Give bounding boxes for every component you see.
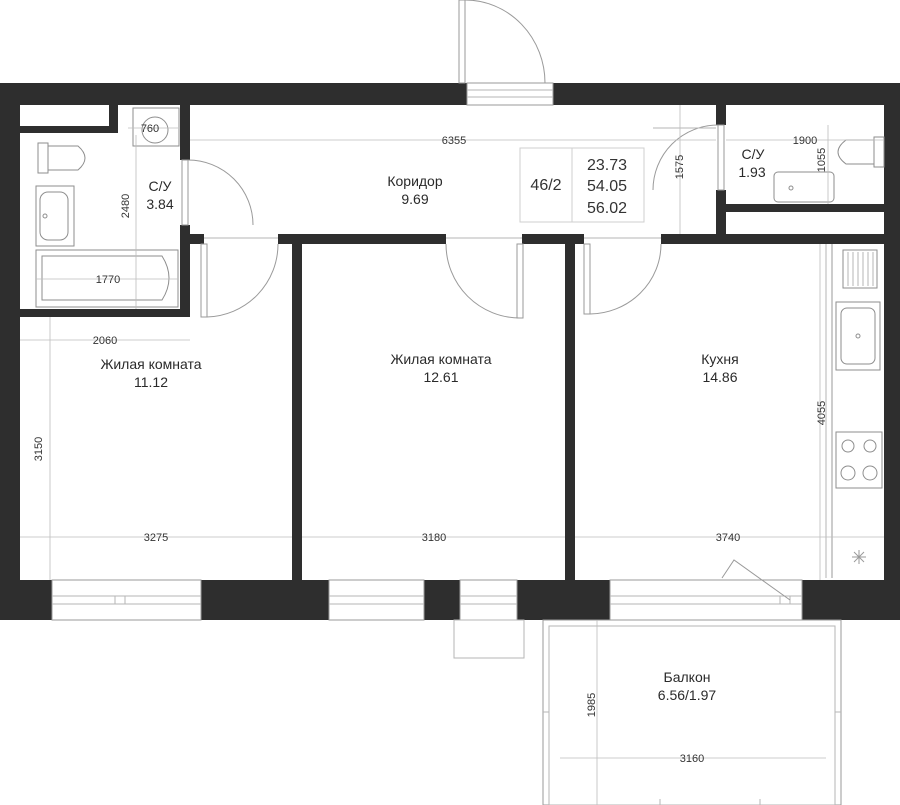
room-name-kitchen: Кухня: [701, 351, 738, 367]
top-wall-left: [0, 83, 467, 105]
dimension-lines: [20, 105, 884, 805]
sink-icon: [835, 301, 881, 371]
apartment-info: 46/2 23.73 54.05 56.02: [519, 147, 645, 223]
entrance-opening: [466, 82, 554, 106]
wall-segment: [18, 126, 118, 133]
dimension-label: 1770: [96, 274, 120, 286]
apartment-number: 46/2: [530, 177, 561, 194]
wall-segment: [109, 105, 118, 133]
bottom-pier: [0, 580, 52, 620]
bottom-pier: [424, 580, 460, 620]
dimension-label: 760: [141, 123, 159, 135]
room-area-kitchen: 14.86: [702, 369, 737, 385]
dimension-label: 3275: [144, 532, 168, 544]
wall-segment: [278, 234, 446, 244]
dimension-label: 6355: [442, 135, 466, 147]
windows: [51, 82, 803, 621]
toilet-icon: [837, 136, 885, 168]
right-wall: [884, 83, 900, 620]
exterior-walls: [0, 83, 900, 620]
room-name-living-left: Жилая комната: [100, 356, 201, 372]
apartment-area: 56.02: [587, 200, 627, 217]
dimension-label: 1055: [816, 148, 828, 172]
radiator-icon: [842, 249, 878, 289]
room-name-corridor: Коридор: [387, 173, 443, 189]
room-area-corridor: 9.69: [401, 191, 428, 207]
dimension-label: 1985: [586, 693, 598, 717]
room-labels: С/У 3.84 С/У 1.93 Коридор 9.69 Жилая ком…: [100, 146, 765, 703]
bottom-pier: [517, 580, 610, 620]
wall-segment: [180, 234, 204, 244]
doors: [181, 0, 791, 601]
wall-segment: [716, 105, 726, 125]
room-name-bath-right: С/У: [742, 146, 765, 162]
wall-segment: [522, 234, 584, 244]
window: [459, 579, 518, 621]
stove-icon: [835, 431, 883, 489]
dimension-label: 2480: [120, 194, 132, 218]
ventilation-icon: [852, 550, 866, 564]
window: [51, 579, 202, 621]
bathroom-door: [181, 159, 254, 226]
dimension-label: 1575: [674, 155, 686, 179]
sink-icon: [35, 185, 75, 247]
wall-segment: [180, 105, 190, 160]
dimension-label: 3160: [680, 753, 704, 765]
room-name-balcony: Балкон: [664, 669, 711, 685]
room-area-balcony: 6.56/1.97: [658, 687, 717, 703]
room-area-bath-left: 3.84: [146, 196, 173, 212]
sink-icon: [773, 171, 835, 203]
wall-segment: [661, 234, 884, 244]
dimension-label: 3180: [422, 532, 446, 544]
room-door: [200, 237, 279, 318]
dimension-label: 3150: [33, 437, 45, 461]
entrance-door: [458, 0, 546, 84]
fixtures: [35, 107, 885, 578]
left-wall: [0, 83, 20, 620]
sink-icon: [132, 107, 180, 147]
room-name-living-mid: Жилая комната: [390, 351, 491, 367]
room-area-bath-right: 1.93: [738, 164, 765, 180]
window-sill: [453, 619, 525, 659]
bottom-pier: [802, 580, 900, 620]
kitchen-counter: [825, 244, 833, 578]
wall-segment: [716, 204, 884, 212]
window: [609, 579, 803, 621]
wall-segment: [18, 309, 190, 317]
wall-segment: [180, 225, 190, 317]
bottom-pier: [201, 580, 329, 620]
dimension-label: 3740: [716, 532, 740, 544]
room-area-living-mid: 12.61: [423, 369, 458, 385]
balcony-door: [721, 559, 791, 601]
room-door: [445, 237, 524, 319]
room-door: [583, 237, 662, 315]
toilet-icon: [37, 142, 86, 174]
room-area-living-left: 11.12: [134, 374, 168, 390]
wall-segment: [716, 190, 726, 244]
dimension-label: 4055: [816, 401, 828, 425]
balcony: [453, 619, 842, 805]
apartment-area: 54.05: [587, 178, 627, 195]
wall-segment: [565, 234, 575, 580]
window: [328, 579, 425, 621]
dimension-label: 2060: [93, 335, 117, 347]
apartment-area: 23.73: [587, 157, 627, 174]
wall-segment: [292, 234, 302, 580]
bathtub-icon: [35, 249, 179, 308]
room-name-bath-left: С/У: [149, 178, 172, 194]
top-wall-right: [553, 83, 900, 105]
dimension-label: 1900: [793, 135, 817, 147]
dimension-labels: 760 6355 1900 1055 1575 2480 1770 2060 3…: [33, 123, 828, 765]
bathroom-door: [652, 124, 725, 191]
interior-walls: [18, 105, 884, 580]
